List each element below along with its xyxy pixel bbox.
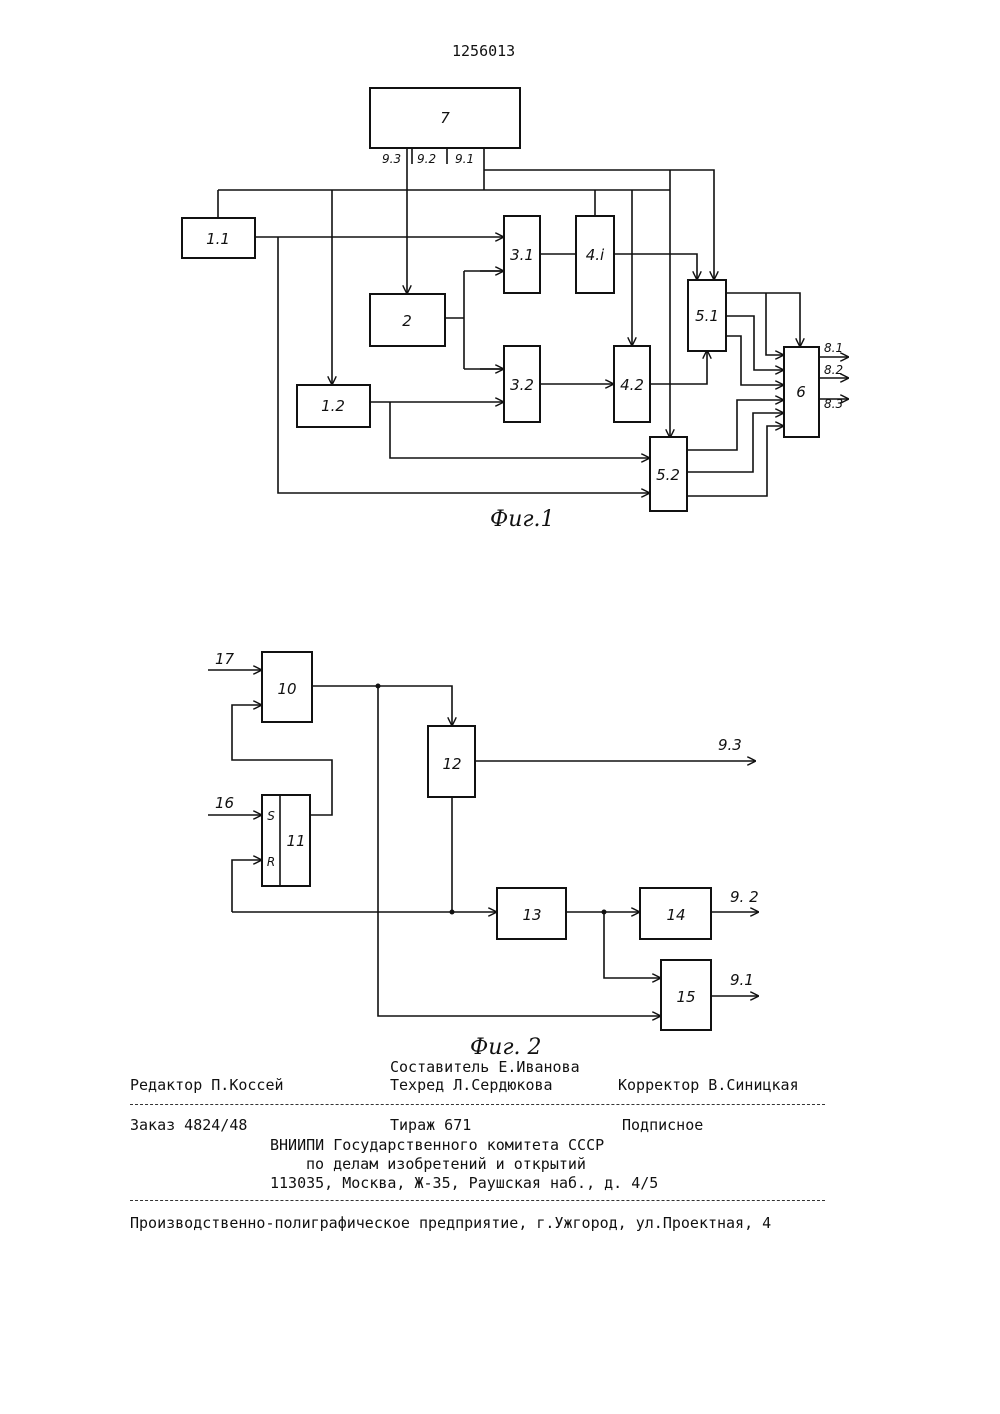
label-4-2: 4.2 <box>620 376 644 394</box>
junction <box>450 910 455 915</box>
imprint-address: 113035, Москва, Ж-35, Раушская наб., д. … <box>270 1174 658 1192</box>
figure-1: 7 1.1 1.2 2 3.1 3.2 4.i 4.2 5.1 5.2 6 9.… <box>182 88 848 532</box>
imprint-circulation: Тираж 671 <box>390 1116 471 1134</box>
imprint-order: Заказ 4824/48 <box>130 1116 247 1134</box>
wire-4-2-to-5-1 <box>650 351 707 384</box>
label-15: 15 <box>676 988 695 1006</box>
wire-13-to-15 <box>604 912 660 978</box>
page-number: 1256013 <box>452 42 515 60</box>
wire-5-1-to-6-b <box>766 293 783 355</box>
imprint-techred: Техред Л.Сердюкова <box>390 1076 553 1094</box>
imprint-editor: Редактор П.Коссей <box>130 1076 284 1094</box>
figure-2: 10 11 S R 12 13 14 15 17 16 9.3 9. 2 9.1 <box>208 650 759 1060</box>
wire-9-1-bus <box>218 148 670 218</box>
figure-drawing: 1256013 7 1.1 1.2 2 3.1 3.2 4.i 4.2 5.1 … <box>0 0 1000 1060</box>
label-input-9-2: 9.2 <box>417 152 436 166</box>
label-6: 6 <box>796 383 806 401</box>
label-output-9-2: 9. 2 <box>730 888 759 906</box>
separator-line <box>130 1200 825 1201</box>
label-input-9-1: 9.1 <box>455 152 474 166</box>
label-output-8-2: 8.2 <box>824 363 843 377</box>
label-13: 13 <box>522 906 541 924</box>
wire-1-2-to-5-2 <box>390 402 649 458</box>
label-14: 14 <box>666 906 685 924</box>
label-5-2: 5.2 <box>656 466 680 484</box>
label-output-8-3: 8.3 <box>824 397 843 411</box>
label-5-1: 5.1 <box>695 307 719 325</box>
label-output-9-1: 9.1 <box>730 971 754 989</box>
label-1-2: 1.2 <box>321 397 345 415</box>
label-10: 10 <box>277 680 296 698</box>
label-2: 2 <box>402 312 412 330</box>
label-input-9-3: 9.3 <box>382 152 401 166</box>
label-12: 12 <box>442 755 461 773</box>
label-11: 11 <box>286 832 305 850</box>
label-4-1: 4.i <box>586 246 605 264</box>
imprint-org-2: по делам изобретений и открытий <box>306 1155 586 1173</box>
label-r: R <box>267 855 275 869</box>
caption-fig-2: Фиг. 2 <box>470 1035 542 1060</box>
wire-5-1-to-6-a <box>726 293 800 346</box>
wire-2-out <box>445 271 503 369</box>
imprint-subscription: Подписное <box>622 1116 703 1134</box>
wire-5-1-to-6-c <box>726 316 783 370</box>
wire-10-to-15 <box>378 686 660 1016</box>
wire-5-2-to-6-b <box>687 413 783 472</box>
label-output-8-1: 8.1 <box>824 341 843 355</box>
wire-reset-r <box>232 860 261 912</box>
wire-5-2-to-6-c <box>687 426 783 496</box>
label-7: 7 <box>440 109 450 127</box>
separator-line <box>130 1104 825 1105</box>
wire-10-to-12 <box>312 686 452 725</box>
label-input-17: 17 <box>215 650 235 668</box>
junction <box>376 684 381 689</box>
label-3-1: 3.1 <box>510 246 534 264</box>
label-1-1: 1.1 <box>206 230 230 248</box>
label-s: S <box>267 809 275 823</box>
label-input-16: 16 <box>215 794 234 812</box>
imprint-corrector: Корректор В.Синицкая <box>618 1076 799 1094</box>
label-3-2: 3.2 <box>510 376 534 394</box>
label-output-9-3: 9.3 <box>718 736 742 754</box>
imprint-printer: Производственно-полиграфическое предприя… <box>130 1214 771 1232</box>
imprint-compiler: Составитель Е.Иванова <box>390 1058 580 1076</box>
wire-4-1-to-5-1 <box>614 254 697 279</box>
imprint-org-1: ВНИИПИ Государственного комитета СССР <box>270 1136 604 1154</box>
wire-5-2-to-6-a <box>687 400 783 450</box>
junction <box>602 910 607 915</box>
caption-fig-1: Фиг.1 <box>490 507 555 532</box>
